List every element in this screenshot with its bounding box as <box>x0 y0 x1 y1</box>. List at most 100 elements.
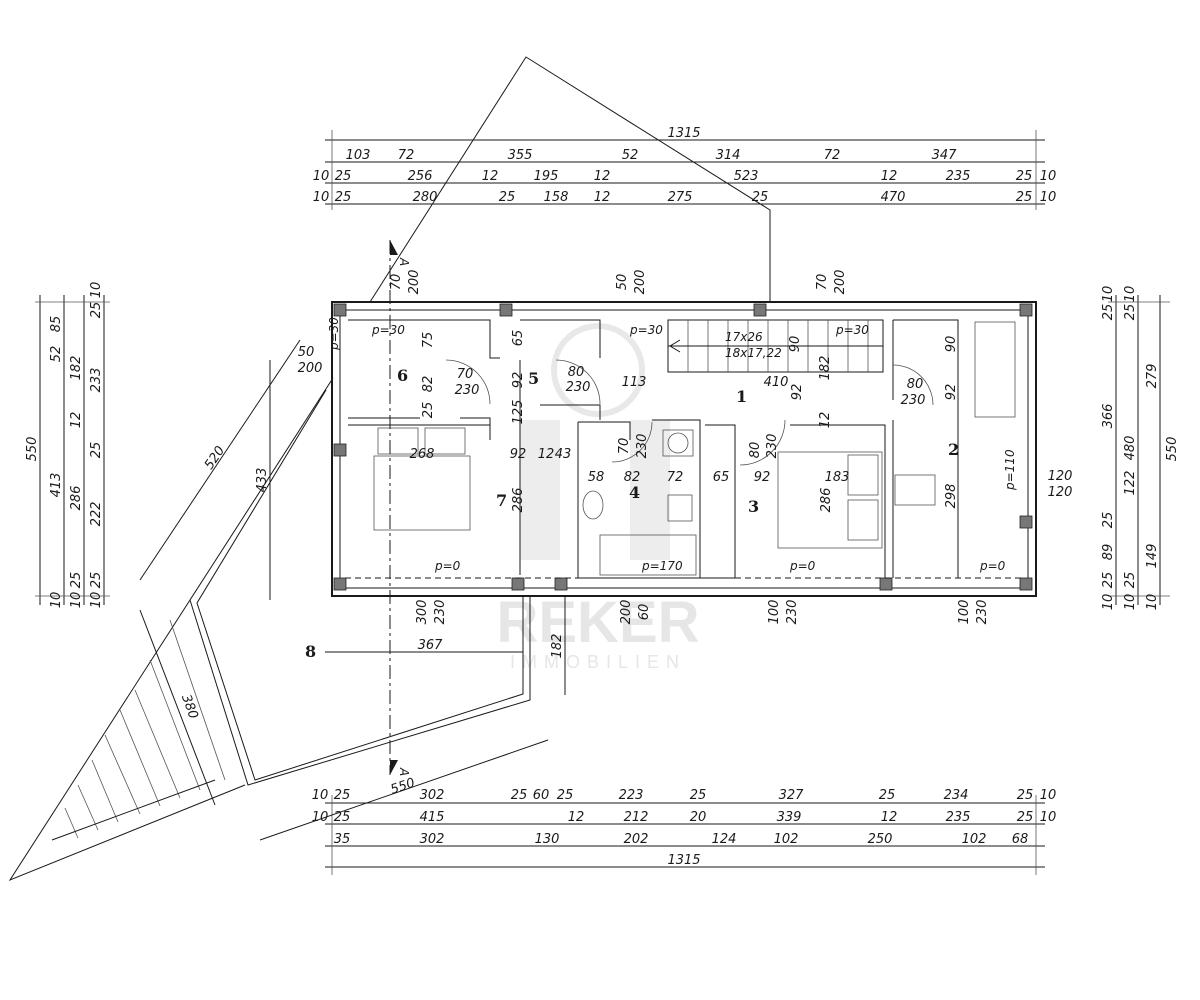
room-2-label: 2 <box>948 440 959 459</box>
bottom-dimension-label: 10 <box>1040 810 1057 825</box>
bottom-dimension-label: 20 <box>690 810 707 825</box>
top-dimension-label: 280 <box>413 190 438 205</box>
parapet-label: p=0 <box>434 559 461 573</box>
right-dimension-label: 122 <box>1123 471 1138 496</box>
opening-dimension: 70 <box>389 274 404 291</box>
dimension-label: 72 <box>667 470 684 485</box>
right-dimension-label: 25 <box>1101 304 1116 321</box>
bottom-dimension-label: 212 <box>624 810 649 825</box>
bottom-dimension-label: 35 <box>334 832 351 847</box>
top-dimension-label: 158 <box>544 190 569 205</box>
bottom-dimension-label: 235 <box>946 810 971 825</box>
bottom-dimension-label: 302 <box>420 832 445 847</box>
dimension-label: 92 <box>511 372 526 389</box>
dimension-label: 65 <box>511 330 526 347</box>
opening-dimension: 200 <box>407 270 422 295</box>
section-line: A A <box>389 240 411 776</box>
opening-dimension: 300 <box>415 600 430 625</box>
watermark: REKER IMMOBILIEN <box>496 323 700 672</box>
left-dimension-label: 10 <box>89 282 104 299</box>
stair-spec-2: 18x17,22 <box>725 346 782 360</box>
terrace-dimension: 182 <box>550 634 565 659</box>
room-1-label: 1 <box>736 387 747 406</box>
bottom-dimension-label: 415 <box>420 810 445 825</box>
left-dimension-label: 182 <box>69 356 84 381</box>
terrace-dimension: 520 <box>202 444 228 473</box>
dimension-label: 25 <box>421 402 436 419</box>
opening-dimension: 230 <box>975 600 990 625</box>
bottom-dimension-label: 25 <box>511 788 528 803</box>
bottom-dimension-label: 124 <box>712 832 737 847</box>
dimension-label: 80 <box>568 365 585 380</box>
right-dimension-label: 25 <box>1123 572 1138 589</box>
right-dimension-label: 25 <box>1123 304 1138 321</box>
left-dimension-label: 85 <box>49 316 64 333</box>
dimension-label: 230 <box>566 380 591 395</box>
top-dimension-label: 275 <box>668 190 693 205</box>
dimension-label: 12 <box>818 412 833 429</box>
opening-dimension: 50 <box>615 274 630 291</box>
bottom-dimension-label: 25 <box>334 788 351 803</box>
top-dimension-label: 52 <box>622 148 639 163</box>
bottom-dimension-label: 60 <box>533 788 550 803</box>
right-dimension-label: 10 <box>1145 594 1160 611</box>
dimension-label: 230 <box>901 393 926 408</box>
left-dimension-label: 286 <box>69 486 84 511</box>
bottom-dimension-label: 234 <box>944 788 969 803</box>
top-dimension-label: 10 <box>1040 190 1057 205</box>
top-dimension-label: 347 <box>932 148 958 163</box>
section-mark-top: A <box>397 257 411 266</box>
interior-walls <box>345 319 1025 579</box>
top-dimension-label: 25 <box>335 169 352 184</box>
opening-dimension: 200 <box>633 270 648 295</box>
dimension-label: 230 <box>455 383 480 398</box>
dimension-label: 80 <box>748 442 763 459</box>
opening-dimension: 230 <box>433 600 448 625</box>
door-swings <box>445 359 934 466</box>
top-dimension-label: 10 <box>313 169 330 184</box>
dimension-label: 125 <box>511 400 526 425</box>
top-dimension-label: 10 <box>1040 169 1057 184</box>
bottom-dimension-label: 12 <box>881 810 898 825</box>
right-dimension-label: 10 <box>1123 286 1138 303</box>
right-dimension-lines <box>1108 295 1170 605</box>
bottom-dimension-label: 327 <box>779 788 805 803</box>
top-dimension-label: 355 <box>508 148 533 163</box>
room-8-label: 8 <box>305 642 316 661</box>
top-overall-dimension: 1315 <box>667 126 700 141</box>
watermark-sub: IMMOBILIEN <box>510 652 686 672</box>
right-dimension-label: 149 <box>1145 544 1160 569</box>
opening-dimension: 100 <box>957 600 972 625</box>
room-4-label: 4 <box>629 483 640 502</box>
bottom-dimension-label: 10 <box>1040 788 1057 803</box>
watermark-brand: REKER <box>496 590 699 655</box>
top-dimension-label: 235 <box>946 169 971 184</box>
left-dimension-label: 222 <box>89 502 104 527</box>
dimension-label: 82 <box>624 470 641 485</box>
room-5-label: 5 <box>528 369 539 388</box>
section-mark-bottom: A <box>397 767 411 776</box>
dimension-label: 286 <box>511 488 526 513</box>
bottom-dimension-label: 202 <box>624 832 649 847</box>
right-dimension-label: 10 <box>1101 594 1116 611</box>
bottom-dimension-label: 25 <box>557 788 574 803</box>
dimension-label: 92 <box>510 447 527 462</box>
dimension-label: 58 <box>588 470 605 485</box>
terrace-dimension: 433 <box>255 468 270 493</box>
bottom-dimension-label: 102 <box>774 832 799 847</box>
top-dimension-label: 10 <box>313 190 330 205</box>
terrace-dimension: 367 <box>418 638 444 653</box>
staircase: 17x26 18x17,22 <box>667 319 884 373</box>
parapet-label: p=170 <box>641 559 683 573</box>
top-dimension-label: 25 <box>335 190 352 205</box>
stair-spec-1: 17x26 <box>725 330 763 344</box>
right-dimension-label: 10 <box>1101 286 1116 303</box>
bottom-dimension-label: 25 <box>334 810 351 825</box>
dimension-label: 182 <box>818 356 833 381</box>
left-dimension-label: 12 <box>69 412 84 429</box>
dimension-label: 82 <box>421 376 436 393</box>
bottom-dimension-label: 10 <box>312 788 329 803</box>
top-dimension-label: 12 <box>881 169 898 184</box>
room-labels: 1 2 3 4 5 6 7 8 <box>305 366 959 661</box>
